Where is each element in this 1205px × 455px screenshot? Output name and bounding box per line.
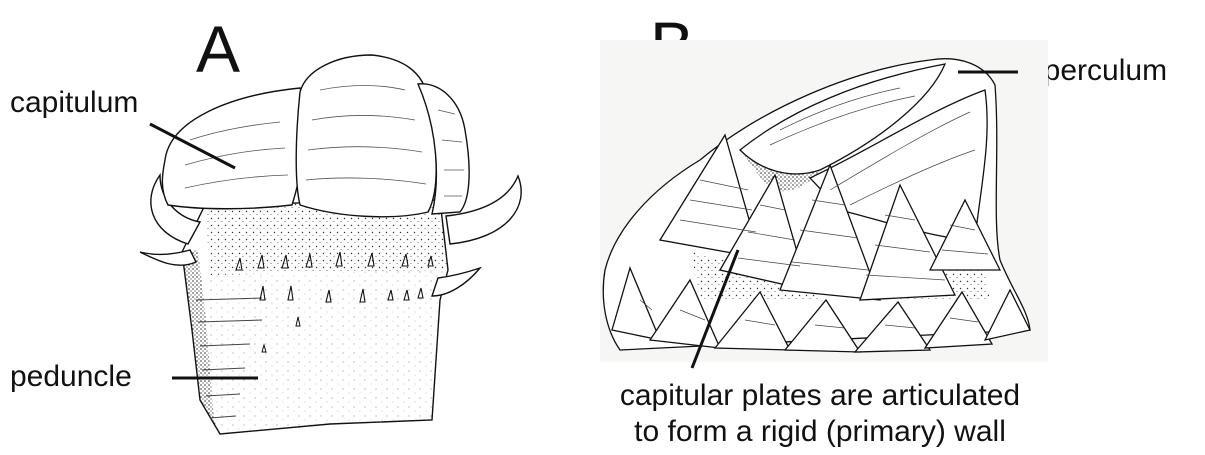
barnacle-b-drawing [600,40,1048,362]
peduncle-body [182,200,448,434]
capitulum-plates [162,55,469,217]
left-lower-plate [140,250,196,265]
